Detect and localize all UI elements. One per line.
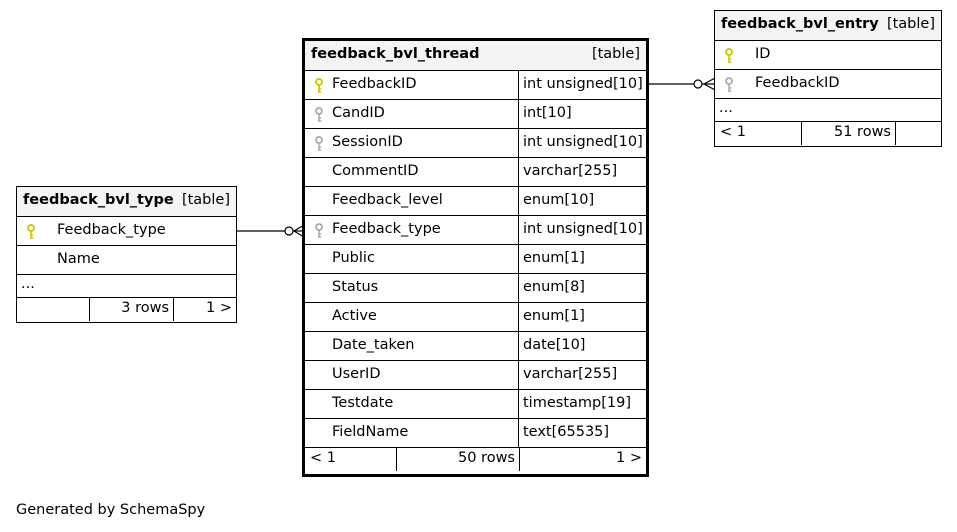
column-row[interactable]: Testdate timestamp[19] bbox=[305, 390, 646, 419]
row-count: 3 rows bbox=[121, 300, 169, 316]
foreign-key-icon bbox=[315, 136, 323, 151]
footer-row-count: 51 rows bbox=[802, 122, 896, 145]
footer-prev-label: < 1 bbox=[720, 124, 746, 140]
column-row[interactable]: Date_taken date[10] bbox=[305, 332, 646, 361]
table-name: feedback_bvl_thread bbox=[311, 46, 480, 62]
ellipsis-text: ... bbox=[21, 276, 35, 292]
ellipsis-text: ... bbox=[719, 100, 733, 116]
column-row[interactable]: ID bbox=[715, 41, 941, 70]
row-count: 51 rows bbox=[834, 124, 891, 140]
footer-row-count: 3 rows bbox=[90, 298, 174, 321]
table-header: feedback_bvl_entry [table] bbox=[715, 11, 941, 41]
column-row[interactable]: UserID varchar[255] bbox=[305, 361, 646, 390]
column-name: CandID bbox=[332, 105, 385, 121]
column-name: Public bbox=[332, 250, 375, 266]
generated-by-caption: Generated by SchemaSpy bbox=[16, 502, 206, 518]
column-name: Active bbox=[332, 308, 377, 324]
foreign-key-icon bbox=[725, 77, 733, 92]
table-header: feedback_bvl_type [table] bbox=[17, 187, 236, 217]
column-type: enum[1] bbox=[518, 303, 646, 331]
column-type: int[10] bbox=[518, 100, 646, 128]
column-name: Status bbox=[332, 279, 379, 295]
column-row[interactable]: Active enum[1] bbox=[305, 303, 646, 332]
column-name: ID bbox=[755, 46, 771, 62]
footer-next-label: 1 > bbox=[616, 450, 642, 466]
column-name: UserID bbox=[332, 366, 381, 382]
table-kind: [table] bbox=[886, 16, 935, 32]
footer-next[interactable]: 1 > bbox=[174, 298, 236, 321]
column-type: enum[10] bbox=[518, 187, 646, 215]
foreign-key-icon bbox=[315, 223, 323, 238]
column-name: FieldName bbox=[332, 424, 409, 440]
edge-thread-to-entry bbox=[648, 77, 716, 91]
column-name: Feedback_type bbox=[332, 221, 441, 237]
column-type: int unsigned[10] bbox=[518, 216, 646, 244]
column-type: varchar[255] bbox=[518, 158, 646, 186]
column-type: date[10] bbox=[518, 332, 646, 360]
table-name: feedback_bvl_type bbox=[23, 192, 174, 208]
foreign-key-icon bbox=[315, 107, 323, 122]
table-kind: [table] bbox=[181, 192, 230, 208]
column-type: int unsigned[10] bbox=[518, 129, 646, 157]
column-name: SessionID bbox=[332, 134, 403, 150]
column-name: Date_taken bbox=[332, 337, 415, 353]
primary-key-icon bbox=[725, 48, 733, 63]
column-name: FeedbackID bbox=[755, 75, 840, 91]
footer-next bbox=[896, 122, 941, 145]
edge-type-to-thread bbox=[237, 224, 305, 238]
column-row[interactable]: Public enum[1] bbox=[305, 245, 646, 274]
more-columns: ... bbox=[17, 275, 236, 298]
table-footer: < 1 51 rows bbox=[715, 122, 941, 145]
footer-prev[interactable]: < 1 bbox=[305, 448, 397, 471]
column-type: timestamp[19] bbox=[518, 390, 646, 418]
table-footer: 3 rows 1 > bbox=[17, 298, 236, 321]
column-row[interactable]: Name bbox=[17, 246, 236, 275]
column-name: Feedback_level bbox=[332, 192, 443, 208]
column-row[interactable]: Feedback_type int unsigned[10] bbox=[305, 216, 646, 245]
column-type: int unsigned[10] bbox=[518, 71, 646, 99]
column-row[interactable]: FeedbackID int unsigned[10] bbox=[305, 71, 646, 100]
column-row[interactable]: CommentID varchar[255] bbox=[305, 158, 646, 187]
column-row[interactable]: Feedback_level enum[10] bbox=[305, 187, 646, 216]
footer-prev[interactable]: < 1 bbox=[715, 122, 802, 145]
column-name: CommentID bbox=[332, 163, 419, 179]
footer-prev-label: < 1 bbox=[310, 450, 336, 466]
column-type: varchar[255] bbox=[518, 361, 646, 389]
table-kind: [table] bbox=[591, 46, 640, 62]
row-count: 50 rows bbox=[458, 450, 515, 466]
column-name: FeedbackID bbox=[332, 76, 417, 92]
column-row[interactable]: CandID int[10] bbox=[305, 100, 646, 129]
table-footer: < 1 50 rows 1 > bbox=[305, 448, 646, 471]
table-name: feedback_bvl_entry bbox=[721, 16, 879, 32]
footer-next[interactable]: 1 > bbox=[520, 448, 646, 471]
column-row[interactable]: FeedbackID bbox=[715, 70, 941, 99]
footer-next-label: 1 > bbox=[206, 300, 232, 316]
primary-key-icon bbox=[27, 224, 35, 239]
primary-key-icon bbox=[315, 78, 323, 93]
column-type: enum[1] bbox=[518, 245, 646, 273]
column-name: Name bbox=[57, 251, 100, 267]
more-columns: ... bbox=[715, 99, 941, 122]
column-list: ID FeedbackID bbox=[715, 41, 941, 99]
footer-row-count: 50 rows bbox=[397, 448, 520, 471]
column-name: Testdate bbox=[332, 395, 394, 411]
table-header: feedback_bvl_thread [table] bbox=[305, 41, 646, 71]
column-type: enum[8] bbox=[518, 274, 646, 302]
table-feedback-bvl-thread[interactable]: feedback_bvl_thread [table] FeedbackID in… bbox=[302, 38, 649, 477]
column-row[interactable]: FieldName text[65535] bbox=[305, 419, 646, 448]
column-row[interactable]: Status enum[8] bbox=[305, 274, 646, 303]
column-row[interactable]: SessionID int unsigned[10] bbox=[305, 129, 646, 158]
footer-prev bbox=[17, 298, 90, 321]
column-type: text[65535] bbox=[518, 419, 646, 447]
column-name: Feedback_type bbox=[57, 222, 166, 238]
column-row[interactable]: Feedback_type bbox=[17, 217, 236, 246]
